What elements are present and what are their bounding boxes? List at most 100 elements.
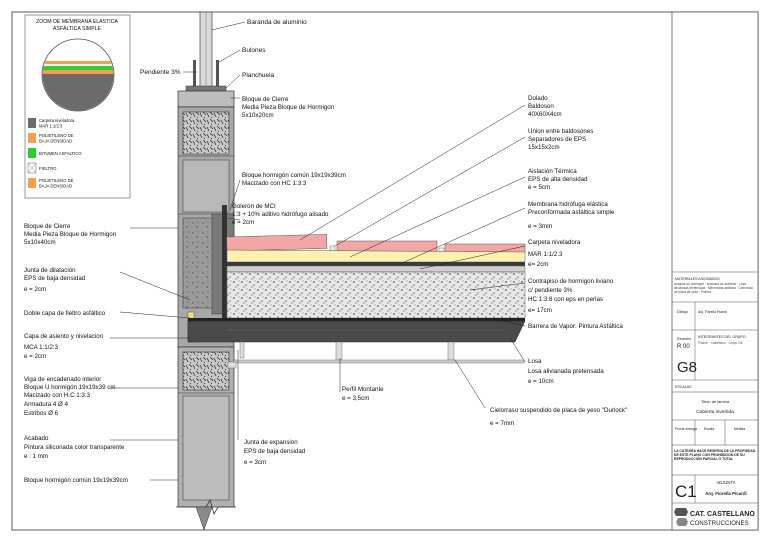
legend-swatch-2: POLIETILENO DE BAJA DENSIDAD [28,133,74,144]
bolt-left [193,60,196,90]
svg-text:BITUMEN ASFALTICO: BITUMEN ASFALTICO [39,151,82,156]
label-bulones: Bulones [242,47,266,54]
label-baranda: Baranda de aluminio [247,19,307,26]
tb-escala-label: Escala [704,427,714,431]
tb-reserva-text: LA CÁTEDRA HACE RESERVA DE LA PROPIEDAD … [674,449,756,462]
label-carpeta-1: Carpeta niveladora [528,239,581,246]
label-aislacion-2: EPS de alta densidad [528,176,588,183]
label-aislacion-1: Aislación Térmica [528,168,577,175]
label-contrapiso-1: Contrapiso de hormigon liviano [528,278,614,285]
anchor-plate [185,85,227,92]
svg-text:BAJA DENSIDAD: BAJA DENSIDAD [39,184,72,189]
membrane-zoom-legend: ZOOM DE MEMBRANA ELÁSTICA ASFÁLTICA SIMP… [24,14,131,199]
section-drawing [176,11,526,531]
waterproof-membrane [227,262,525,266]
closing-block-top [177,90,235,108]
label-capa-2: MCA 1:1/2:3 [24,344,59,351]
label-acabado-1: Acabado [24,435,49,442]
ceiling-edge [227,361,237,369]
legend-swatch-1: Carpeta niveladora MAR 1:1/2:3 [28,118,75,129]
label-junta-dil-1: Junta de dilatación [24,267,76,274]
label-pendiente-top: Pendiente 3% [140,69,181,76]
tb-titulo-label: Titulo de lámina [701,399,730,404]
vapor-barrier [188,318,525,321]
title-block: MATERIALES ASIGNADOS Bloques de hormigón… [671,11,759,531]
svg-text:Carpeta niveladora: Carpeta niveladora [39,118,75,123]
legend-swatch-4: FIELTRO [27,162,57,174]
label-contrapiso-2: c/ pendiente 3% [528,287,573,294]
label-dolado-3: 40X60X4cm [528,111,562,118]
label-capa-3: e = 2cm [24,353,46,360]
label-bloque-cierre-left-3: 5x10x40cm [24,239,56,246]
legend-swatch-3: BITUMEN ASFALTICO [28,148,82,158]
label-losa-3: e = 10cm [528,378,554,385]
membrane-turn-up [222,205,227,320]
label-union-1: Union entre baldosones [528,128,593,135]
tb-revision-value: R 00 [677,344,690,350]
label-contrapiso-3: HC 1:3:8 con eps en perlas [528,296,603,303]
label-viga-1: Viga de encadenado interior [24,376,101,383]
label-viga-3: Macizado con H.C 1:3:3 [24,392,91,399]
tb-dibujo-value: Arq. Fiorella Picardi [698,310,727,314]
label-dolado-2: Baldoson [528,103,554,110]
label-junta-dil-3: e = 2cm [24,286,46,293]
legend-title-line2: ASFÁLTICA SIMPLE [53,25,102,32]
label-goleron-3: e = 2cm [232,219,254,226]
label-fieltro: Doble capa de fieltro asfáltico [24,310,106,317]
label-planchuela: Planchuela [242,72,275,79]
annotation-labels: Baranda de aluminio Bulones Pendiente 3%… [24,19,627,484]
label-union-3: 15x15x2cm [528,144,560,151]
legend-swatch-5: POLIETILENO DE BAJA DENSIDAD [28,178,74,189]
tb-medida-label: Medida [734,427,745,431]
label-perfil-2: e = 3,5cm [342,395,369,402]
label-membrana-1: Membrana hidrófuga elástica [528,201,608,208]
tb-autor: Arq. Fiorella Picardi [705,491,746,496]
label-acabado-3: e : 1 mm [24,453,48,460]
label-goleron-2: 1:3 + 10% aditivo hidrófugo alisado [232,211,329,218]
svg-text:FIELTRO: FIELTRO [39,166,57,171]
tb-materiales-title: MATERIALES ASIGNADOS [675,277,720,281]
label-junta-exp-2: EPS de baja densidad [244,448,306,455]
tb-brand-line1: CAT. CASTELLANO [690,511,755,518]
tb-grupo: G8 [677,359,697,376]
label-membrana-3: e = 3mm [528,223,552,230]
label-dolado-1: Dolado [528,95,548,102]
label-bloque-cierre-top-3: 5x10x20cm [242,112,274,119]
label-junta-exp-3: e = 3cm [244,459,266,466]
label-bloque-cierre-left-1: Bloque de Cierre [24,223,71,230]
label-membrana-2: Preconformada asfáltica simple [528,209,615,216]
svg-text:BAJA DENSIDAD: BAJA DENSIDAD [39,139,72,144]
label-union-2: Separadores de EPS [528,136,586,143]
svg-text:MAR 1:1/2:3: MAR 1:1/2:3 [39,124,63,129]
tb-materiales-text: Bloques de hormigón · Baranda de alumini… [674,283,754,294]
label-bloque-cierre-left-2: Media Pieza Bloque de Hormigon [24,231,117,238]
svg-text:POLIETILENO DE: POLIETILENO DE [39,178,74,183]
bolt-right [216,60,219,90]
prestressed-slab [187,320,526,343]
label-junta-exp-1: Junta de expansion [244,439,298,446]
label-junta-dil-2: EPS de baja densidad [24,275,86,282]
leveling-screed [226,265,526,273]
gypsum-ceiling [233,359,525,364]
legend-title-line1: ZOOM DE MEMBRANA ELÁSTICA [36,18,118,25]
svg-text:POLIETILENO DE: POLIETILENO DE [39,133,74,138]
label-goleron-1: Goleron de MCI [232,203,276,210]
label-cielorraso-1: Cielorraso suspendido de placa de yeso "… [490,407,627,414]
tb-lamina-code: C1 [675,482,697,501]
lightweight-concrete [226,271,526,319]
tb-revision-label: Revisión [677,337,691,341]
label-acabado-2: Pintura siliconada color transparente [24,444,125,451]
label-bloque-bottom: Bloque hormigón común 19x19x39cm [24,477,128,484]
tb-adjunta-label: ADJUNTA [717,480,736,485]
label-barrera: Barrera de Vapor: Pintura Asfáltica [528,323,623,330]
tb-escalas-label: ESCALAS [675,385,692,389]
label-contrapiso-4: e= 17cm [528,307,552,314]
tb-titulo-value: Cubierta invertida [696,409,734,415]
label-capa-1: Capa de asiento y nivelacion [24,333,104,340]
leader-lines [110,21,526,481]
label-losa-1: Losa [528,358,542,365]
tb-integrantes-label: INTEGRANTES DEL GRUPO [698,335,746,339]
label-viga-2: Bloque U hormigón 19x19x39 cm [24,384,116,391]
label-viga-5: Estribos Ø 6 [24,410,59,417]
